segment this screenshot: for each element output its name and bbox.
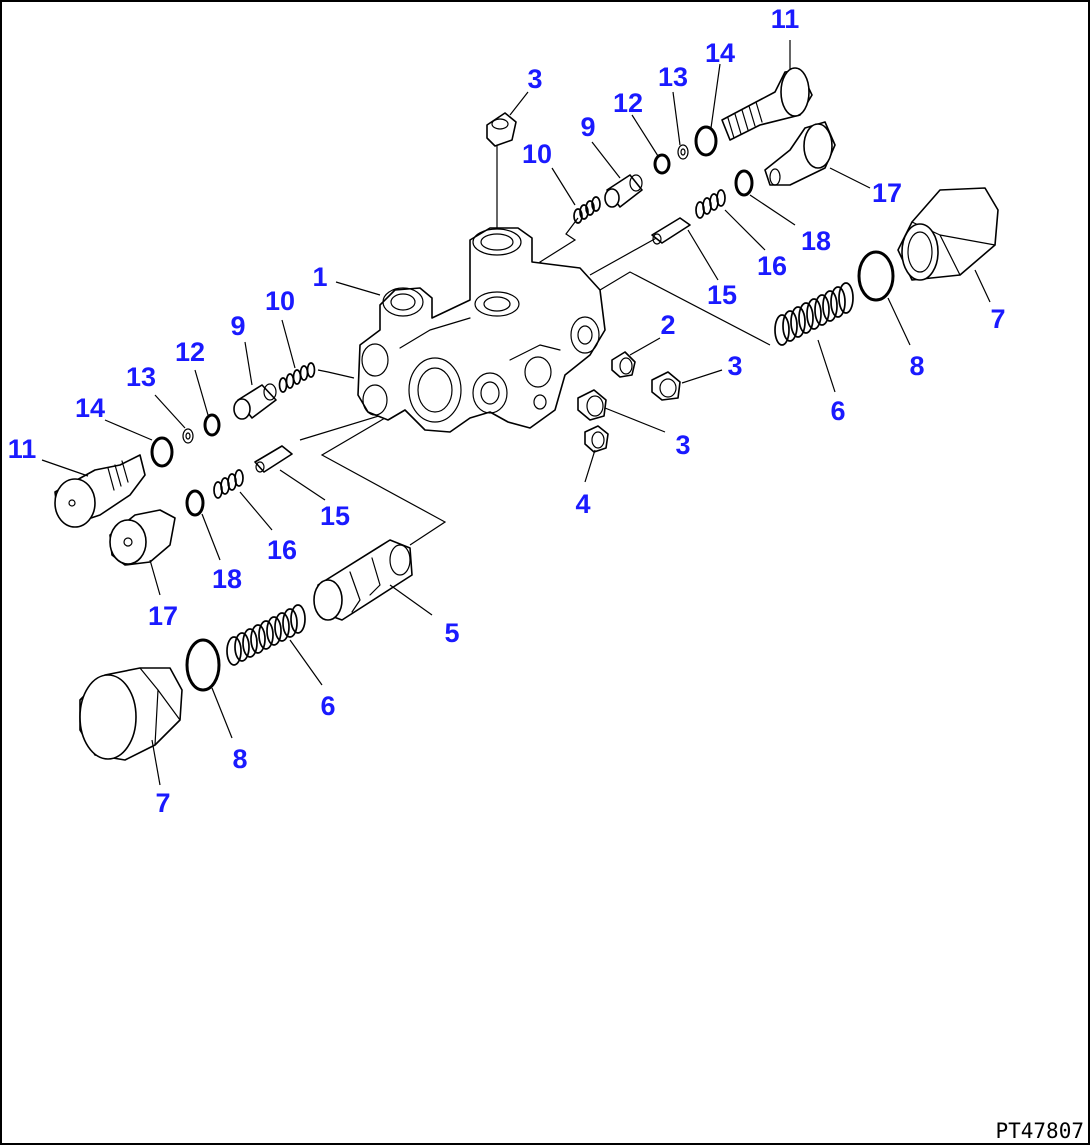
callout-2: 2 bbox=[660, 310, 675, 340]
callout-3-right-b: 3 bbox=[675, 430, 690, 460]
callout-3-right-a: 3 bbox=[727, 351, 742, 381]
callout-7-right: 7 bbox=[990, 304, 1005, 334]
callout-9-left: 9 bbox=[230, 311, 245, 341]
callout-10-right: 10 bbox=[522, 139, 552, 169]
callout-13-right: 13 bbox=[658, 62, 688, 92]
callout-5: 5 bbox=[444, 618, 459, 648]
valve-body bbox=[357, 227, 606, 433]
callout-10-left: 10 bbox=[265, 286, 295, 316]
callout-7-left: 7 bbox=[155, 788, 170, 818]
callout-15-left: 15 bbox=[320, 501, 350, 531]
callout-18-right: 18 bbox=[801, 226, 831, 256]
callout-8-right: 8 bbox=[909, 351, 924, 381]
small-fittings-right bbox=[577, 351, 681, 453]
callout-9-right: 9 bbox=[580, 112, 595, 142]
callout-4: 4 bbox=[575, 489, 590, 519]
fitting-3-top bbox=[486, 112, 517, 147]
callout-6-left: 6 bbox=[320, 691, 335, 721]
callout-14-right: 14 bbox=[705, 38, 735, 68]
callout-11-left: 11 bbox=[8, 434, 37, 464]
callout-16-right: 16 bbox=[757, 251, 787, 281]
callout-3-top: 3 bbox=[527, 64, 542, 94]
callout-labels: 11 14 3 13 12 9 10 17 18 16 1 15 10 7 9 … bbox=[8, 4, 1006, 818]
callout-16-left: 16 bbox=[267, 535, 297, 565]
right-upper-assembly bbox=[573, 67, 813, 224]
right-spool-assembly bbox=[774, 187, 999, 346]
callout-12-left: 12 bbox=[175, 337, 205, 367]
callout-1: 1 bbox=[312, 262, 327, 292]
left-upper-assembly bbox=[54, 362, 316, 528]
drawing-code: PT47807 bbox=[995, 1119, 1084, 1143]
callout-6-right: 6 bbox=[830, 396, 845, 426]
callout-8-left: 8 bbox=[232, 744, 247, 774]
callout-14-left: 14 bbox=[75, 393, 105, 423]
callout-17-right: 17 bbox=[872, 178, 902, 208]
callout-13-left: 13 bbox=[126, 362, 156, 392]
callout-18-left: 18 bbox=[212, 564, 242, 594]
callout-leaders bbox=[41, 40, 991, 786]
callout-15-right: 15 bbox=[707, 280, 737, 310]
left-spool-assembly bbox=[79, 539, 413, 761]
callout-12-right: 12 bbox=[613, 88, 643, 118]
right-middle-assembly bbox=[651, 121, 836, 245]
callout-11-right: 11 bbox=[771, 4, 800, 34]
callout-17-left: 17 bbox=[148, 601, 178, 631]
left-middle-assembly bbox=[109, 445, 293, 566]
